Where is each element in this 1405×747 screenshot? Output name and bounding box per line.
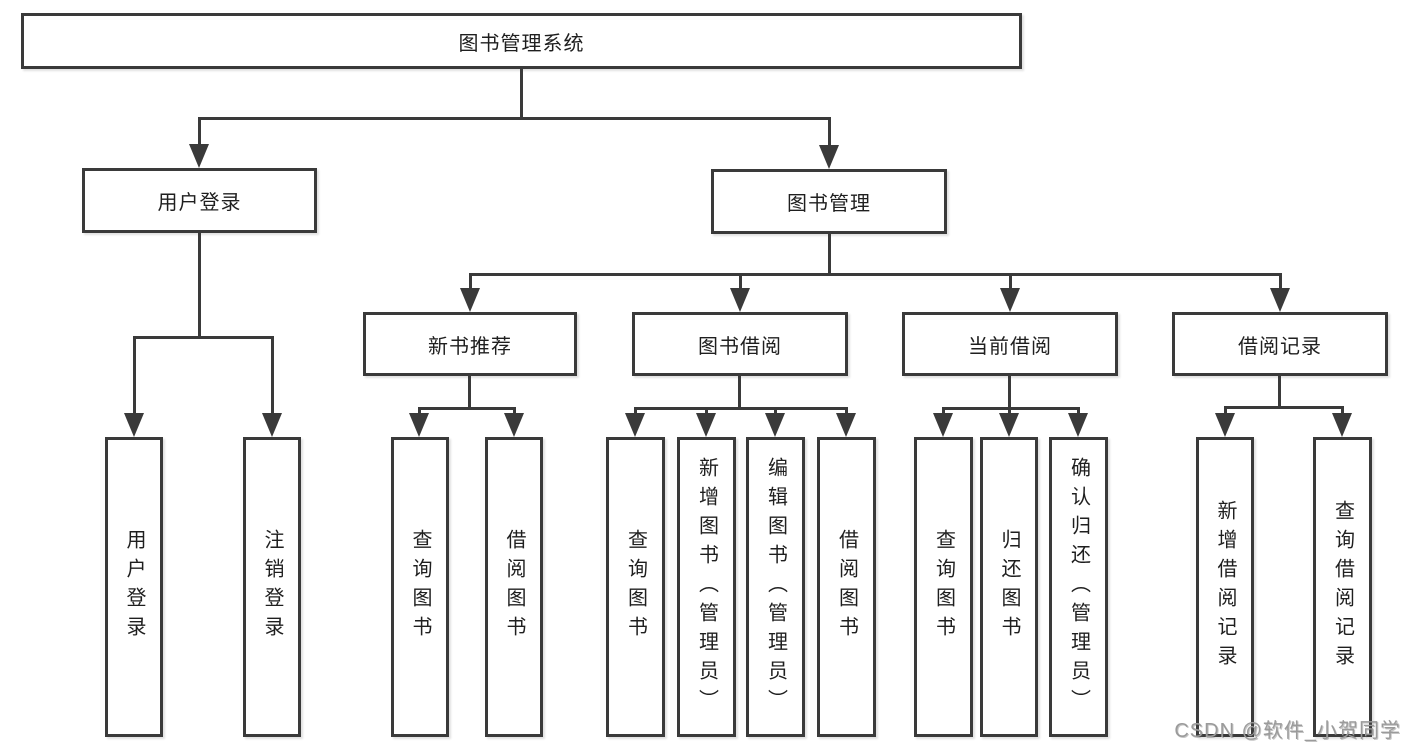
connector-line xyxy=(1341,406,1344,417)
arrow-down-icon xyxy=(1000,288,1020,312)
connector-line xyxy=(133,336,136,415)
leaf-user-login: 用户登录 xyxy=(105,437,163,737)
connector-line xyxy=(1009,273,1012,292)
arrow-down-icon xyxy=(625,413,645,437)
connector-line xyxy=(198,233,201,339)
leaf-query-book-borrow: 查询图书 xyxy=(606,437,665,737)
connector-line xyxy=(1224,406,1227,417)
leaf-label: 新增借阅记录 xyxy=(1214,500,1236,674)
node-label: 图书管理 xyxy=(787,193,871,215)
leaf-edit-book-admin: 编辑图书（管理员） xyxy=(746,437,805,737)
arrow-down-icon xyxy=(460,288,480,312)
connector-line xyxy=(1077,407,1080,417)
node-user-login: 用户登录 xyxy=(82,168,317,233)
leaf-confirm-return-admin: 确认归还（管理员） xyxy=(1049,437,1108,737)
leaf-label: 确认归还（管理员） xyxy=(1067,456,1090,718)
node-label: 用户登录 xyxy=(157,192,242,214)
connector-line xyxy=(418,407,421,417)
node-borrow-record: 借阅记录 xyxy=(1172,312,1388,376)
leaf-add-borrow-record: 新增借阅记录 xyxy=(1196,437,1254,737)
connector-line xyxy=(469,273,472,292)
connector-line xyxy=(513,407,516,417)
leaf-label: 借阅图书 xyxy=(503,529,525,645)
connector-line xyxy=(1008,407,1011,417)
connector-line xyxy=(520,69,523,120)
arrow-down-icon xyxy=(836,413,856,437)
arrow-down-icon xyxy=(1068,413,1088,437)
connector-line xyxy=(845,407,848,417)
connector-line xyxy=(634,407,848,410)
connector-line xyxy=(469,273,1282,276)
leaf-label: 编辑图书（管理员） xyxy=(764,456,787,718)
leaf-borrow-book-recommend: 借阅图书 xyxy=(485,437,543,737)
node-current-borrow: 当前借阅 xyxy=(902,312,1118,376)
connector-line xyxy=(1224,406,1344,409)
csdn-watermark: CSDN @软件_小贺同学 xyxy=(1174,720,1401,742)
leaf-query-borrow-record: 查询借阅记录 xyxy=(1313,437,1372,737)
arrow-down-icon xyxy=(189,144,209,168)
connector-line xyxy=(739,273,742,292)
leaf-label: 查询图书 xyxy=(409,529,431,645)
node-label: 图书管理系统 xyxy=(458,32,585,55)
node-book-management: 图书管理 xyxy=(711,169,947,234)
node-label: 图书借阅 xyxy=(698,335,782,358)
leaf-query-book-recommend: 查询图书 xyxy=(391,437,449,737)
connector-line xyxy=(468,376,471,410)
leaf-label: 用户登录 xyxy=(123,529,145,645)
arrow-down-icon xyxy=(262,413,282,437)
leaf-add-book-admin: 新增图书（管理员） xyxy=(677,437,736,737)
leaf-label: 查询借阅记录 xyxy=(1331,500,1354,674)
arrow-down-icon xyxy=(933,413,953,437)
arrow-down-icon xyxy=(730,288,750,312)
leaf-label: 归还图书 xyxy=(998,529,1020,645)
connector-line xyxy=(774,407,777,417)
leaf-label: 查询图书 xyxy=(624,529,647,645)
leaf-label: 注销登录 xyxy=(261,529,283,645)
arrow-down-icon xyxy=(999,413,1019,437)
arrow-down-icon xyxy=(1270,288,1290,312)
leaf-label: 新增图书（管理员） xyxy=(695,456,718,718)
connector-line xyxy=(1008,376,1011,410)
leaf-return-book: 归还图书 xyxy=(980,437,1038,737)
node-book-borrow: 图书借阅 xyxy=(632,312,848,376)
arrow-down-icon xyxy=(1215,413,1235,437)
arrow-down-icon xyxy=(765,413,785,437)
leaf-label: 借阅图书 xyxy=(835,529,858,645)
connector-line xyxy=(271,336,274,415)
connector-line xyxy=(133,336,274,339)
leaf-borrow-book: 借阅图书 xyxy=(817,437,876,737)
node-new-book-recommend: 新书推荐 xyxy=(363,312,577,376)
connector-line xyxy=(418,407,516,410)
connector-line xyxy=(198,117,831,120)
arrow-down-icon xyxy=(504,413,524,437)
leaf-label: 查询图书 xyxy=(932,529,955,645)
connector-line xyxy=(1279,273,1282,292)
connector-line xyxy=(705,407,708,417)
connector-line xyxy=(634,407,637,417)
arrow-down-icon xyxy=(1332,413,1352,437)
connector-line xyxy=(828,234,831,276)
arrow-down-icon xyxy=(819,145,839,169)
node-label: 新书推荐 xyxy=(428,335,512,358)
arrow-down-icon xyxy=(409,413,429,437)
leaf-query-book-current: 查询图书 xyxy=(914,437,973,737)
node-label: 当前借阅 xyxy=(968,335,1052,358)
connector-line xyxy=(828,117,831,147)
leaf-logout-login: 注销登录 xyxy=(243,437,301,737)
connector-line xyxy=(942,407,945,417)
connector-line xyxy=(198,117,201,147)
connector-line xyxy=(738,376,741,410)
node-label: 借阅记录 xyxy=(1238,335,1322,358)
connector-line xyxy=(1278,376,1281,409)
node-root-library-system: 图书管理系统 xyxy=(21,13,1022,69)
arrow-down-icon xyxy=(124,413,144,437)
arrow-down-icon xyxy=(696,413,716,437)
